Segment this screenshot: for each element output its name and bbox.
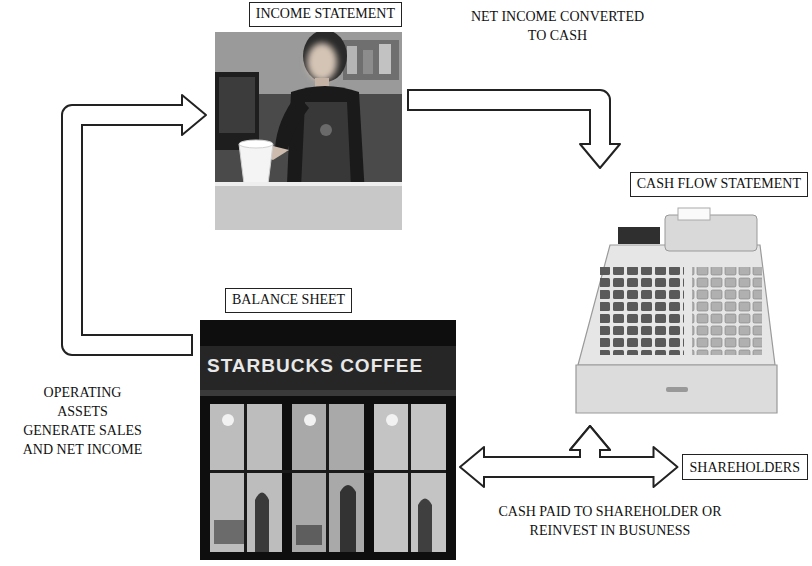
cash-drawer (576, 365, 777, 413)
statement-heading: INCOME STATEMENT (249, 2, 402, 27)
arrow-tail (191, 334, 193, 356)
arrow-body (481, 447, 590, 467)
counter (215, 182, 402, 230)
barista-photo (215, 32, 402, 230)
coffee-cup (239, 140, 273, 184)
arrow-heads (182, 95, 678, 487)
statement-heading: CASH FLOW STATEMENT (630, 172, 808, 197)
arrow-head (182, 95, 206, 135)
register-body (578, 208, 775, 365)
arrow-head (460, 447, 484, 487)
arrow-caption: CASH PAID TO SHAREHOLDER OR REINVEST IN … (490, 503, 730, 541)
arrow-outline (72, 115, 192, 345)
photo-background (215, 32, 402, 230)
storefront (200, 320, 456, 560)
arrow-head (580, 144, 620, 168)
store-sign-text: STARBUCKS COFFEE (207, 355, 423, 377)
arrow-body (590, 447, 657, 467)
arrow-caption: NET INCOME CONVERTED TO CASH (470, 8, 645, 46)
arrow-fills (72, 89, 657, 467)
statement-node: INCOME STATEMENT (210, 2, 402, 232)
arrow-head (654, 447, 678, 487)
statement-node: BALANCE SHEET (198, 288, 456, 560)
arrow-head (570, 426, 610, 450)
arrow-head (570, 426, 610, 450)
statement-heading: BALANCE SHEET (225, 288, 352, 313)
arrow-tail (407, 89, 409, 111)
party-box: SHAREHOLDERS (682, 454, 808, 481)
arrow-outlines (72, 100, 654, 467)
arrow-body (72, 115, 192, 345)
arrow-caption: OPERATING ASSETS GENERATE SALES AND NET … (20, 384, 145, 460)
statement-node: CASH FLOW STATEMENT (568, 172, 808, 422)
cash-register-photo (570, 205, 782, 420)
box-label: SHAREHOLDERS (690, 460, 800, 475)
arrow-body (408, 100, 600, 147)
